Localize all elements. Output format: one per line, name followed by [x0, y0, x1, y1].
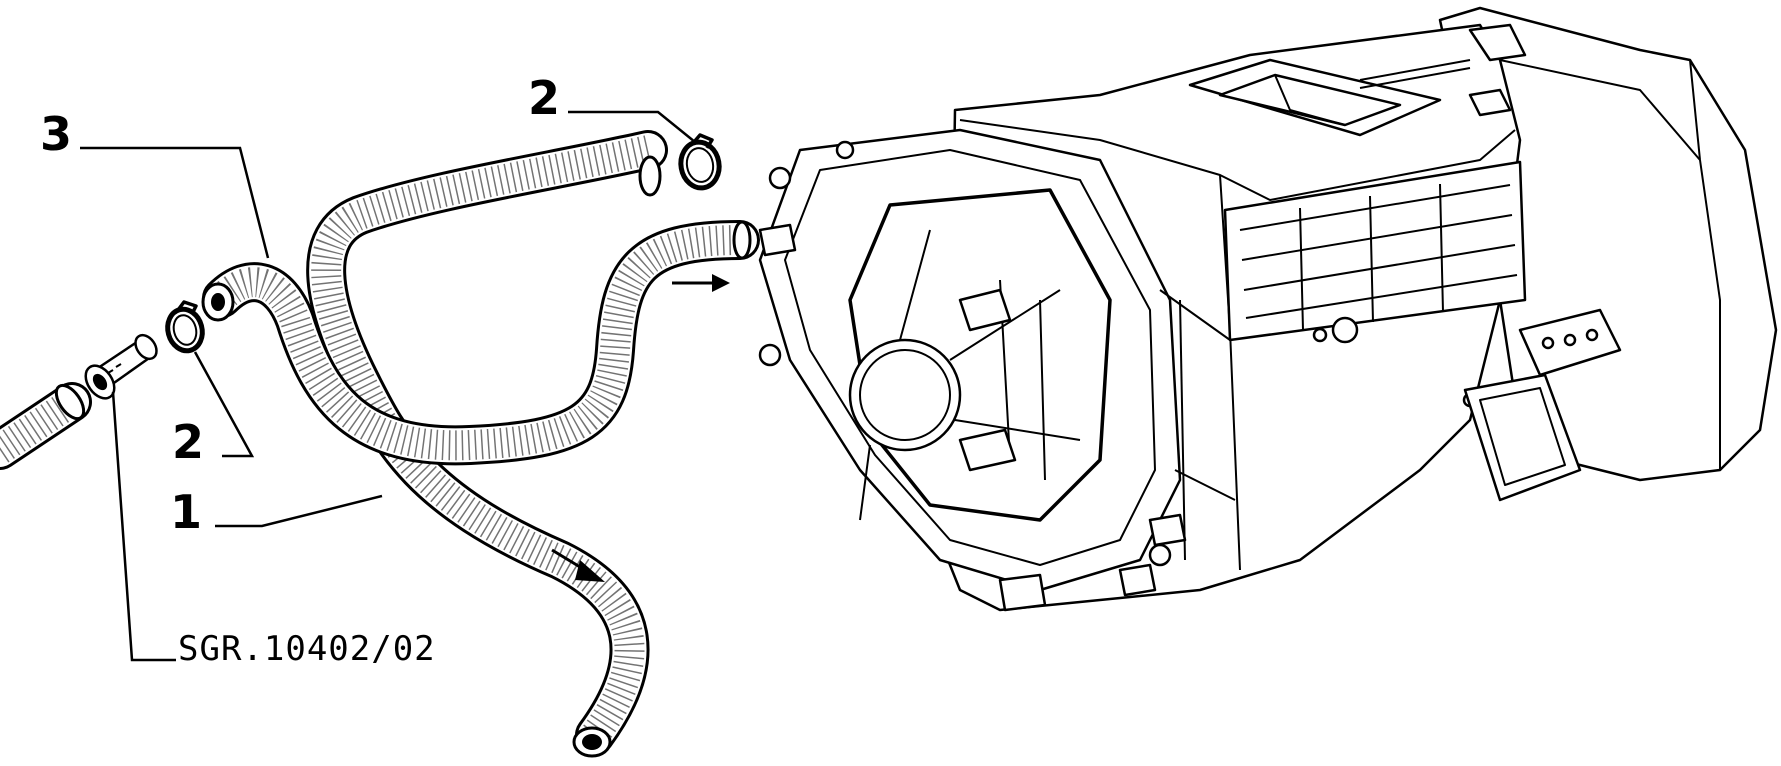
- leader-line-clamp-upper: [568, 110, 696, 143]
- leader-line-clamp-lower: [193, 351, 255, 458]
- callout-clamp-lower: 2: [172, 415, 204, 469]
- flow-arrow-right: [672, 274, 730, 292]
- hose-1-upper-end: [638, 155, 662, 197]
- hose-1-end-fitting: [572, 726, 612, 758]
- heater-unit: [758, 6, 1778, 612]
- leader-line-hose-1: [215, 494, 383, 528]
- hose-3-inlet-fitting: [201, 282, 235, 322]
- heater-core-grille: [1223, 160, 1527, 342]
- leader-line-reference: [111, 391, 176, 662]
- callout-hose-3: 3: [40, 107, 72, 161]
- blower-housing: [758, 128, 1187, 612]
- hose-1: [306, 130, 668, 755]
- left-stub-hose: [0, 382, 92, 470]
- clamp-lower: [165, 300, 205, 354]
- connector-fitting: [84, 333, 158, 400]
- clamp-upper: [678, 133, 722, 191]
- callout-hose-1: 1: [170, 485, 202, 539]
- flow-arrow-down: [551, 548, 605, 582]
- leader-line-hose-3: [80, 146, 270, 259]
- reference-code: SGR.10402/02: [178, 629, 436, 669]
- callout-clamp-upper: 2: [528, 71, 560, 125]
- hose-3-outlet-end: [732, 220, 752, 260]
- hose-3: [202, 220, 760, 466]
